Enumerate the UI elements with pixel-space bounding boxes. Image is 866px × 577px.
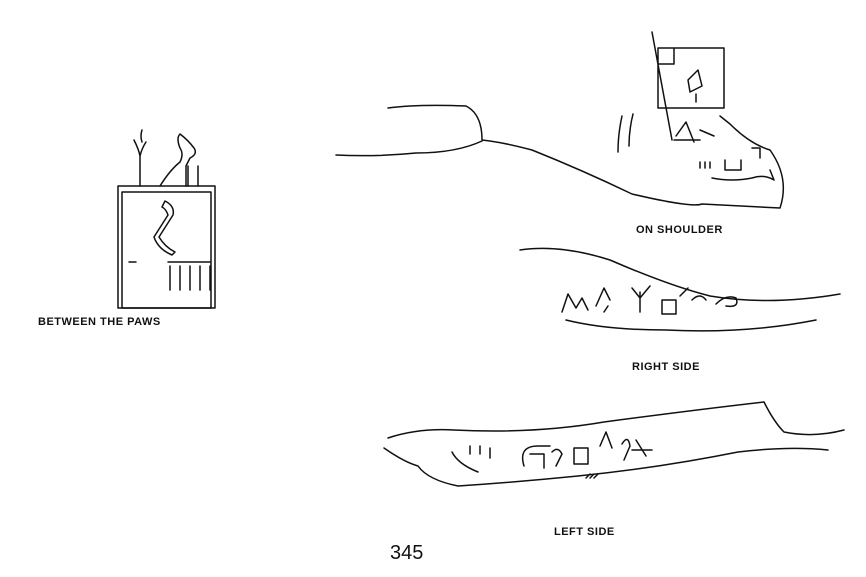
on-shoulder-drawing <box>335 31 785 209</box>
left-side-label: LEFT SIDE <box>554 526 615 538</box>
on-shoulder-label: ON SHOULDER <box>636 224 723 236</box>
left-side-drawing <box>383 401 845 487</box>
right-side-label: RIGHT SIDE <box>632 361 700 373</box>
right-side-drawing <box>519 247 841 332</box>
between-paws-drawing <box>117 129 216 309</box>
page-number: 345 <box>390 542 424 564</box>
between-the-paws-label: BETWEEN THE PAWS <box>38 316 161 328</box>
